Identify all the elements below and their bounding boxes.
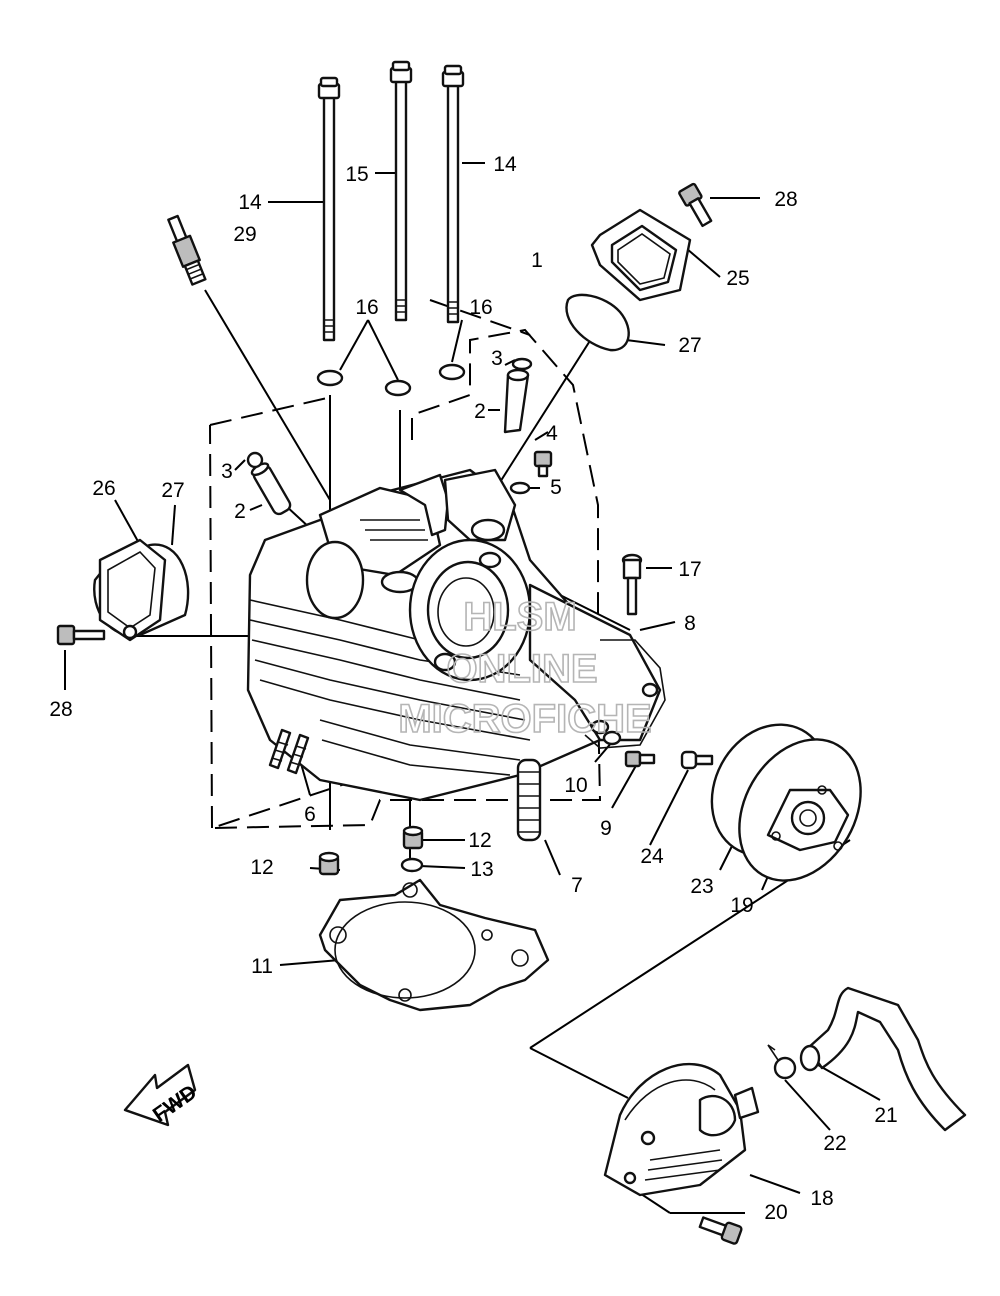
callout-1: 1 xyxy=(531,249,543,272)
callout-2: 2 xyxy=(234,500,246,523)
head-gasket xyxy=(318,878,550,1012)
callout-16: 16 xyxy=(469,296,492,319)
callout-28: 28 xyxy=(49,698,72,721)
washer-16-mid xyxy=(384,379,412,397)
assembly-outline xyxy=(209,328,602,829)
callout-25: 25 xyxy=(726,267,749,290)
clip-3-upper xyxy=(511,357,533,371)
spring-7 xyxy=(516,758,542,842)
intake-joint xyxy=(590,208,692,302)
callout-2: 2 xyxy=(474,400,486,423)
callout-3: 3 xyxy=(491,347,503,370)
callout-29: 29 xyxy=(233,223,256,246)
clip-3-left xyxy=(246,451,264,469)
callout-23: 23 xyxy=(690,875,713,898)
svg-text:HLSM: HLSM xyxy=(463,595,576,639)
callout-12: 12 xyxy=(468,829,491,852)
callout-5: 5 xyxy=(550,476,562,499)
bolt-28-top xyxy=(678,182,713,228)
washer-5 xyxy=(509,481,531,495)
washer-13 xyxy=(400,857,424,873)
valve-guide-upper xyxy=(503,368,530,434)
hose-21 xyxy=(806,986,967,1132)
dowel-pins-6 xyxy=(268,728,310,775)
callout-11: 11 xyxy=(251,955,273,978)
hose-21-end xyxy=(799,1044,821,1072)
clip-22 xyxy=(767,1044,797,1080)
callout-27: 27 xyxy=(161,479,184,502)
callout-21: 21 xyxy=(874,1104,897,1127)
assembly-outline-inner xyxy=(429,299,531,336)
bolt-24 xyxy=(680,750,714,770)
callout-3: 3 xyxy=(221,460,233,483)
callout-20: 20 xyxy=(764,1201,787,1224)
callout-13: 13 xyxy=(470,858,493,881)
svg-text:MICROFICHE: MICROFICHE xyxy=(398,697,651,741)
washer-16-left xyxy=(316,369,344,387)
stud-bolt-left xyxy=(317,76,341,342)
side-cover-19 xyxy=(738,738,862,882)
callout-18: 18 xyxy=(810,1187,833,1210)
callout-14: 14 xyxy=(493,153,517,176)
callout-22: 22 xyxy=(823,1132,846,1155)
bolt-28-left xyxy=(56,624,106,646)
callout-labels: 1 2 2 3 3 4 5 6 7 8 9 10 11 12 12 13 14 … xyxy=(49,153,897,1224)
callout-19: 19 xyxy=(730,894,753,917)
watermark: HLSM ONLINE MICROFICHE xyxy=(398,594,653,742)
fwd-arrow-icon: FWD xyxy=(123,1063,201,1127)
callout-16: 16 xyxy=(355,296,378,319)
plate-10 xyxy=(602,730,622,746)
spark-plug xyxy=(167,214,207,286)
o-ring-27-top xyxy=(565,293,630,352)
cover-18 xyxy=(603,1063,760,1197)
callout-27: 27 xyxy=(678,334,701,357)
stud-bolt-center xyxy=(389,60,413,322)
tappet-cover-left xyxy=(93,538,190,642)
callout-7: 7 xyxy=(571,874,583,897)
callout-8: 8 xyxy=(684,612,696,635)
bolt-20 xyxy=(698,1216,743,1245)
callout-14: 14 xyxy=(238,191,262,214)
gasket-8 xyxy=(584,639,666,749)
cylinder-head xyxy=(246,468,662,802)
callout-9: 9 xyxy=(600,817,612,840)
svg-text:ONLINE: ONLINE xyxy=(446,647,597,691)
callout-28: 28 xyxy=(774,188,797,211)
callout-6: 6 xyxy=(304,803,316,826)
dowel-12-left xyxy=(318,851,340,876)
callout-10: 10 xyxy=(564,774,587,797)
bolt-9 xyxy=(624,750,656,768)
stud-bolt-right xyxy=(441,64,465,324)
dowel-12-right xyxy=(402,825,424,850)
washer-16-right xyxy=(438,363,466,381)
callout-17: 17 xyxy=(678,558,701,581)
callout-24: 24 xyxy=(640,845,664,868)
callout-15: 15 xyxy=(345,163,368,186)
bolt-17 xyxy=(621,553,643,616)
bolt-4 xyxy=(533,450,553,478)
callout-12: 12 xyxy=(250,856,273,879)
callout-4: 4 xyxy=(546,422,558,445)
callout-26: 26 xyxy=(92,477,115,500)
